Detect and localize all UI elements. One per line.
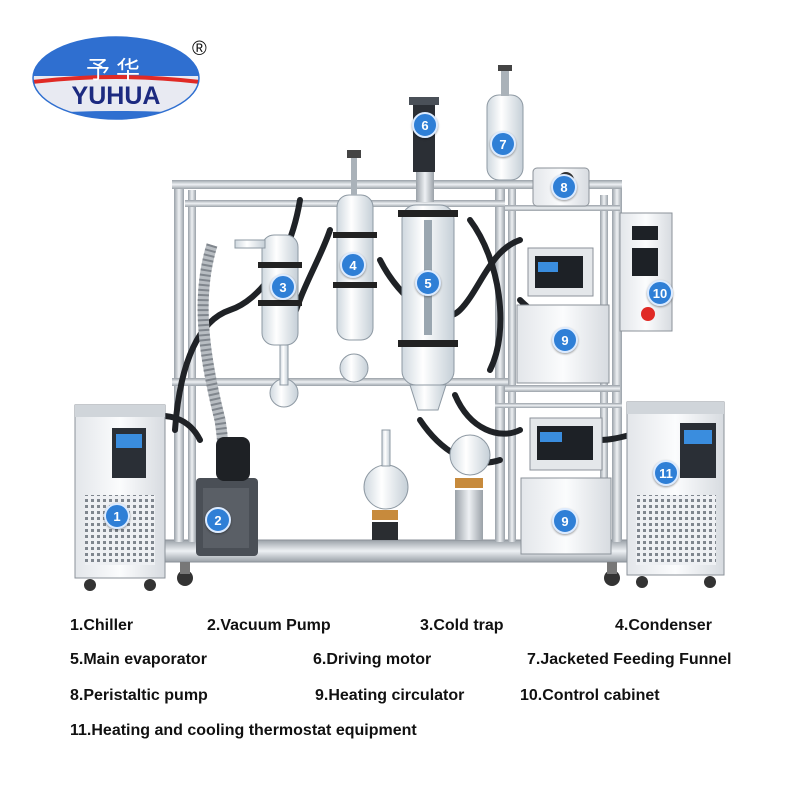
- logo-english-text: YUHUA: [71, 82, 161, 110]
- legend-driving-motor: 6.Driving motor: [313, 651, 432, 668]
- yuhua-logo: 予华 YUHUA: [32, 36, 200, 120]
- marker-7-feeding-funnel: 7: [490, 131, 516, 157]
- marker-10-control-cabinet: 10: [647, 280, 673, 306]
- logo-chinese-text: 予华: [86, 56, 146, 84]
- marker-8-peristaltic-pump: 8: [551, 174, 577, 200]
- legend-cold-trap: 3.Cold trap: [420, 617, 504, 634]
- legend-main-evaporator: 5.Main evaporator: [70, 651, 207, 668]
- marker-2-vacuum-pump: 2: [205, 507, 231, 533]
- jacketed-feeding-funnel: [486, 65, 524, 181]
- legend-vacuum-pump: 2.Vacuum Pump: [207, 617, 331, 634]
- heating-circulator-top: [516, 247, 610, 384]
- legend-peristaltic-pump: 8.Peristaltic pump: [70, 687, 208, 704]
- marker-1-chiller: 1: [104, 503, 130, 529]
- receiving-flasks: [363, 429, 491, 540]
- main-evaporator: [398, 204, 458, 411]
- marker-3-cold-trap: 3: [270, 274, 296, 300]
- marker-9-heating-circulator: 9: [552, 327, 578, 353]
- chiller: [74, 404, 166, 591]
- vacuum-pump: [196, 437, 258, 556]
- marker-6-driving-motor: 6: [412, 112, 438, 138]
- legend-chiller: 1.Chiller: [70, 617, 134, 634]
- legend-heating-circulator: 9.Heating circulator: [315, 687, 465, 704]
- registered-mark: ®: [192, 38, 207, 60]
- legend-feeding-funnel: 7.Jacketed Feeding Funnel: [527, 651, 732, 668]
- control-cabinet: [619, 212, 673, 332]
- legend-control-cabinet: 10.Control cabinet: [520, 687, 660, 704]
- thermostat-equipment: [626, 401, 725, 588]
- legend-condenser: 4.Condenser: [615, 617, 712, 634]
- legend-thermostat-equipment: 11.Heating and cooling thermostat equipm…: [70, 722, 417, 739]
- logo-ellipse-icon: [32, 36, 200, 120]
- marker-4-condenser: 4: [340, 252, 366, 278]
- marker-9-heating-circulator: 9: [552, 508, 578, 534]
- marker-11-thermostat: 11: [653, 460, 679, 486]
- distillation-machine-illustration: [74, 65, 725, 591]
- marker-5-main-evaporator: 5: [415, 270, 441, 296]
